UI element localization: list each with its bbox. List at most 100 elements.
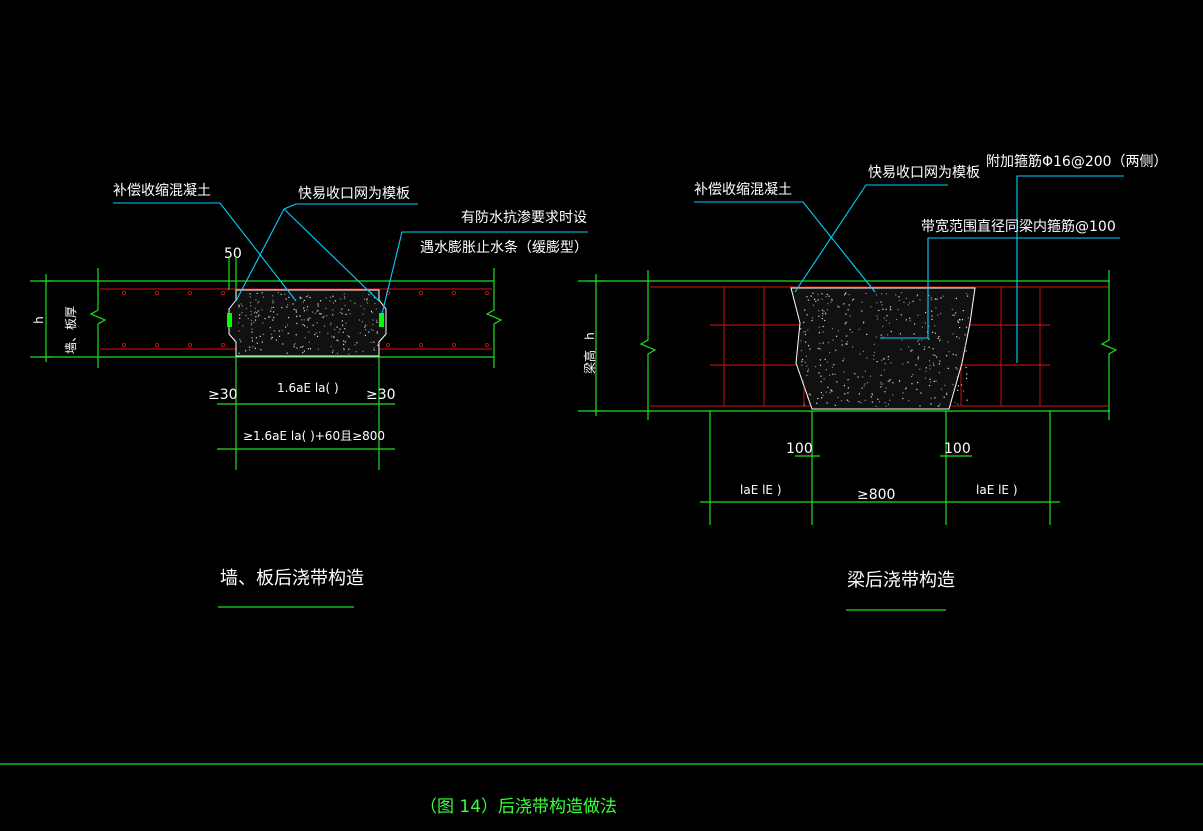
speckle xyxy=(249,296,251,298)
speckle xyxy=(836,335,838,337)
speckle xyxy=(866,357,868,359)
speckle xyxy=(258,314,260,316)
speckle xyxy=(368,294,370,296)
speckle xyxy=(852,298,855,300)
speckle xyxy=(371,312,373,314)
speckle xyxy=(325,297,327,299)
speckle xyxy=(273,330,276,332)
speckle xyxy=(364,334,366,336)
speckle xyxy=(889,379,891,381)
speckle xyxy=(296,322,298,325)
speckle xyxy=(366,302,369,304)
speckle xyxy=(278,330,280,332)
speckle xyxy=(827,303,829,305)
speckle xyxy=(956,336,958,338)
speckle xyxy=(942,295,944,297)
speckle xyxy=(308,341,310,343)
speckle xyxy=(955,354,957,356)
speckle xyxy=(929,378,931,380)
speckle xyxy=(332,295,334,297)
dim-ge30-left: ≥30 xyxy=(208,387,238,403)
speckle xyxy=(360,305,362,307)
speckle xyxy=(919,299,921,301)
speckle xyxy=(343,293,345,295)
speckle xyxy=(940,388,943,390)
speckle xyxy=(829,374,831,376)
speckle xyxy=(344,328,346,330)
speckle xyxy=(303,350,305,352)
speckle xyxy=(803,403,805,405)
speckle xyxy=(294,343,296,345)
speckle xyxy=(284,293,286,295)
speckle xyxy=(366,298,368,300)
speckle xyxy=(890,309,892,311)
speckle xyxy=(238,306,240,308)
speckle xyxy=(885,293,887,295)
speckle xyxy=(913,333,915,335)
speckle xyxy=(917,314,919,316)
speckle xyxy=(843,358,845,360)
speckle xyxy=(373,347,375,349)
speckle xyxy=(348,309,350,311)
speckle xyxy=(880,301,882,303)
speckle xyxy=(865,292,867,294)
speckle xyxy=(819,364,822,366)
speckle xyxy=(251,328,253,330)
speckle xyxy=(911,349,913,351)
speckle xyxy=(889,306,892,308)
right-title: 梁后浇带构造 xyxy=(847,570,955,591)
speckle xyxy=(343,343,345,345)
speckle xyxy=(938,405,940,407)
label-water-2: 遇水膨胀止水条（缓膨型） xyxy=(420,239,588,256)
speckle xyxy=(256,292,258,294)
speckle xyxy=(259,335,261,337)
speckle xyxy=(830,389,832,391)
speckle xyxy=(947,341,949,343)
speckle xyxy=(827,386,829,388)
speckle xyxy=(363,308,365,310)
speckle xyxy=(317,305,319,307)
speckle xyxy=(843,385,845,387)
speckle xyxy=(807,368,810,370)
rebar-dot xyxy=(451,290,456,295)
speckle xyxy=(860,402,862,404)
speckle xyxy=(928,338,930,340)
speckle xyxy=(905,387,907,389)
speckle xyxy=(921,339,923,341)
speckle xyxy=(929,368,931,370)
speckle xyxy=(822,312,824,314)
speckle xyxy=(806,296,808,298)
speckle xyxy=(801,359,804,361)
speckle xyxy=(956,368,958,370)
speckle xyxy=(287,324,289,326)
speckle xyxy=(923,348,925,350)
speckle xyxy=(281,307,283,309)
speckle xyxy=(273,311,275,313)
speckle xyxy=(892,382,894,384)
speckle xyxy=(287,304,289,306)
speckle xyxy=(930,403,932,405)
speckle xyxy=(935,307,937,309)
speckle xyxy=(238,322,240,324)
speckle xyxy=(240,303,242,305)
speckle xyxy=(838,306,840,308)
speckle xyxy=(921,326,924,328)
speckle xyxy=(890,330,892,333)
speckle xyxy=(270,310,272,312)
speckle xyxy=(239,338,241,341)
speckle xyxy=(302,345,304,347)
speckle xyxy=(320,300,322,302)
speckle xyxy=(932,348,934,350)
speckle xyxy=(959,327,961,329)
speckle xyxy=(342,324,344,326)
speckle xyxy=(344,296,346,298)
speckle xyxy=(967,317,969,319)
dim-100-left: 100 xyxy=(786,441,813,457)
speckle xyxy=(332,309,334,311)
speckle xyxy=(257,302,259,304)
speckle xyxy=(831,299,833,301)
speckle xyxy=(826,293,828,296)
speckle xyxy=(344,313,347,315)
speckle xyxy=(250,310,252,313)
speckle xyxy=(287,317,290,319)
